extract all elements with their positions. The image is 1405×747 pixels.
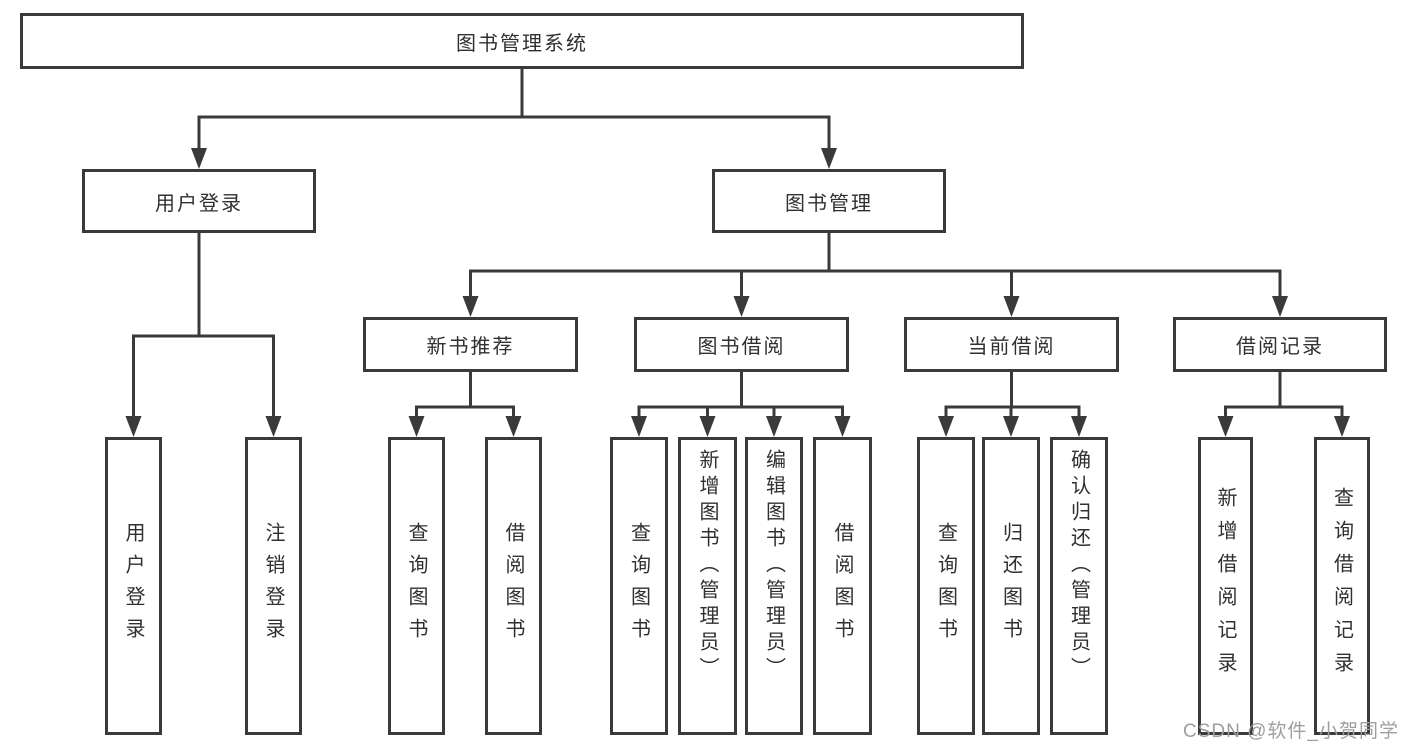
leaf-bb-borrow-books-label: 借阅图书 — [831, 522, 853, 650]
leaf-cb-confirm-return-admin: 确认归还（管理员） — [1050, 437, 1108, 735]
node-library-system: 图书管理系统 — [20, 13, 1024, 69]
node-book-management: 图书管理 — [712, 169, 946, 233]
leaf-logout: 注销登录 — [245, 437, 302, 735]
node-library-system-label: 图书管理系统 — [456, 32, 588, 55]
node-borrowing-records-label: 借阅记录 — [1236, 336, 1324, 358]
leaf-cb-confirm-return-admin-label: 确认归还（管理员） — [1067, 449, 1090, 683]
leaf-br-query-record-label: 查询借阅记录 — [1330, 487, 1353, 685]
leaf-bb-borrow-books: 借阅图书 — [813, 437, 872, 735]
leaf-user-login: 用户登录 — [105, 437, 162, 735]
leaf-user-login-label: 用户登录 — [122, 522, 144, 650]
leaf-nbr-query-books: 查询图书 — [388, 437, 445, 735]
leaf-nbr-borrow-books: 借阅图书 — [485, 437, 542, 735]
leaf-bb-query-books-label: 查询图书 — [627, 522, 650, 650]
node-current-borrowing-label: 当前借阅 — [967, 336, 1056, 358]
node-new-book-recommend-label: 新书推荐 — [426, 336, 515, 358]
node-current-borrowing: 当前借阅 — [904, 317, 1119, 372]
leaf-nbr-borrow-books-label: 借阅图书 — [502, 522, 524, 650]
leaf-cb-return-books-label: 归还图书 — [999, 522, 1022, 650]
leaf-bb-edit-books-admin: 编辑图书（管理员） — [745, 437, 803, 735]
node-book-management-label: 图书管理 — [785, 192, 873, 215]
node-borrowing-records: 借阅记录 — [1173, 317, 1387, 372]
leaf-logout-label: 注销登录 — [262, 522, 284, 650]
node-user-login-label: 用户登录 — [155, 192, 243, 215]
leaf-cb-query-books: 查询图书 — [917, 437, 975, 735]
leaf-bb-edit-books-admin-label: 编辑图书（管理员） — [762, 449, 785, 683]
leaf-bb-query-books: 查询图书 — [610, 437, 668, 735]
node-user-login: 用户登录 — [82, 169, 316, 233]
leaf-nbr-query-books-label: 查询图书 — [405, 522, 427, 650]
csdn-watermark: CSDN @软件_小贺同学 — [1183, 721, 1399, 742]
node-new-book-recommend: 新书推荐 — [363, 317, 578, 372]
leaf-br-add-record-label: 新增借阅记录 — [1214, 487, 1236, 685]
leaf-br-query-record: 查询借阅记录 — [1314, 437, 1370, 735]
leaf-cb-query-books-label: 查询图书 — [934, 522, 957, 650]
leaf-bb-add-books-admin-label: 新增图书（管理员） — [696, 449, 718, 683]
leaf-cb-return-books: 归还图书 — [982, 437, 1040, 735]
leaf-br-add-record: 新增借阅记录 — [1198, 437, 1253, 735]
node-book-borrowing-label: 图书借阅 — [697, 336, 786, 358]
node-book-borrowing: 图书借阅 — [634, 317, 849, 372]
leaf-bb-add-books-admin: 新增图书（管理员） — [678, 437, 737, 735]
